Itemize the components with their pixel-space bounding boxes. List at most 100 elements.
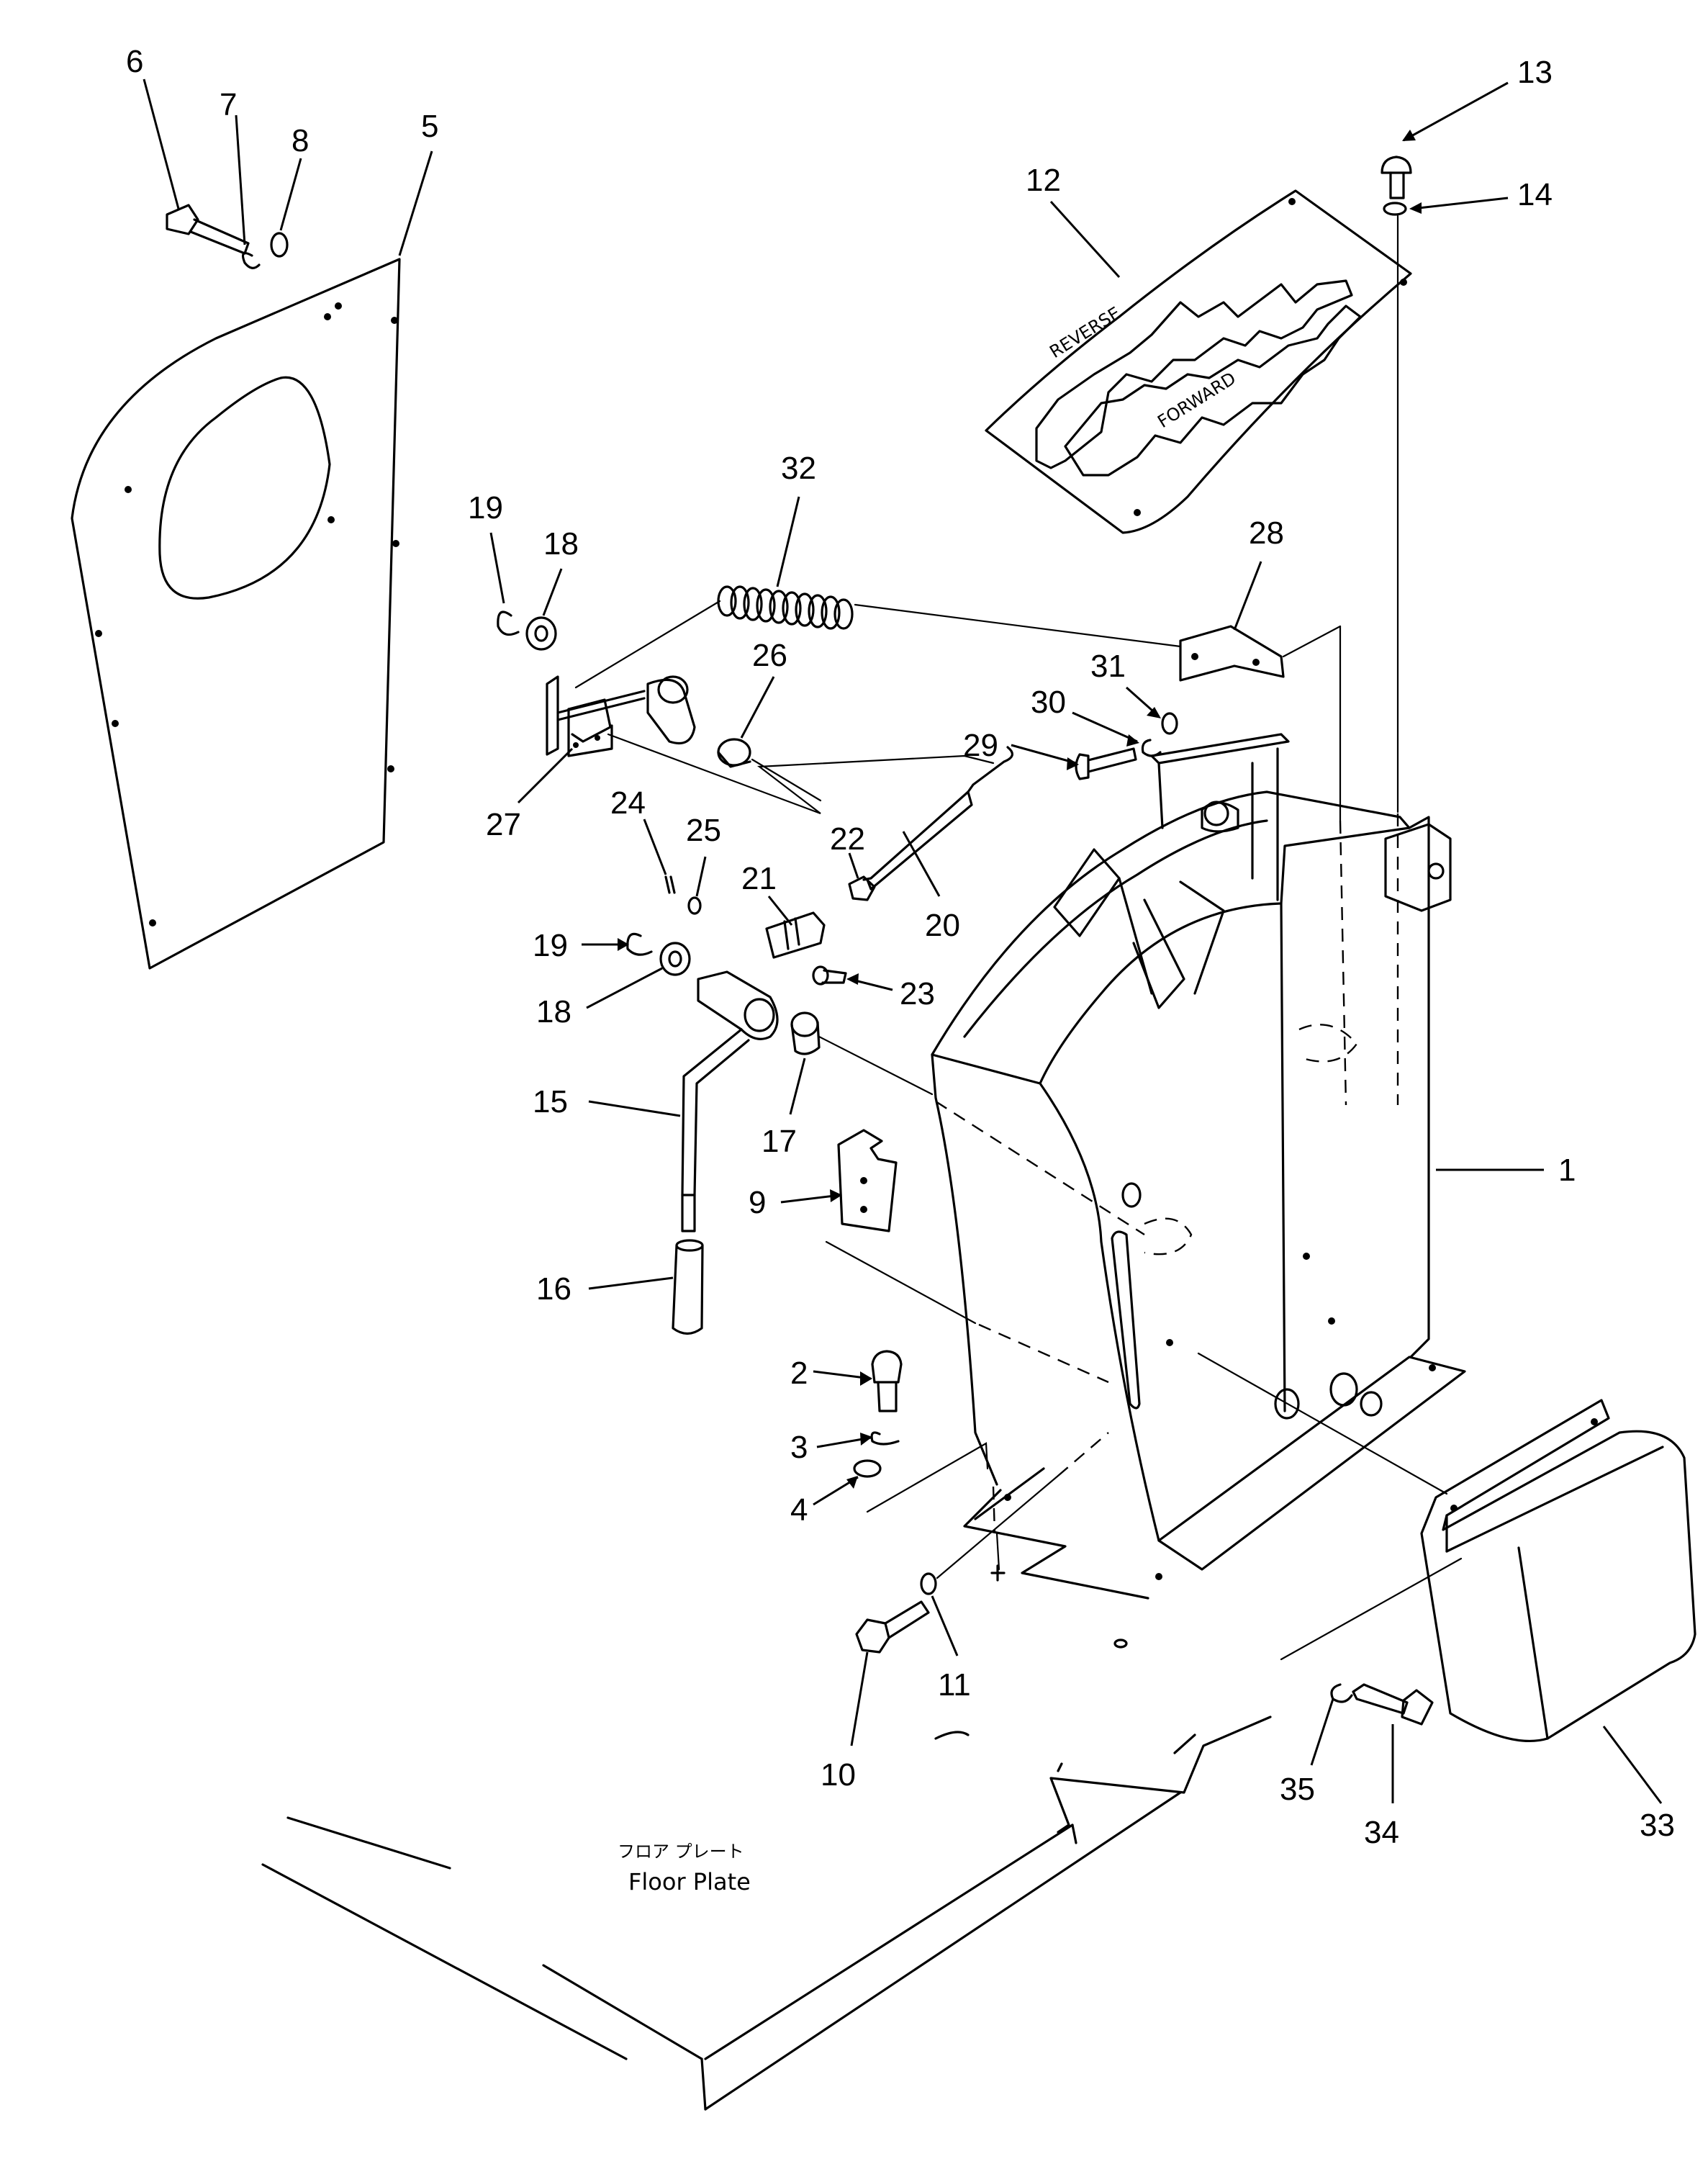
callout-30: 30 — [1031, 685, 1066, 720]
callout-20: 20 — [925, 908, 960, 943]
callout-33: 33 — [1640, 1808, 1675, 1843]
bushing-26 — [717, 738, 751, 768]
bolt-29 — [1075, 747, 1137, 780]
callout-3: 3 — [790, 1430, 808, 1465]
bolt-6 — [166, 204, 250, 255]
callout-5: 5 — [421, 109, 438, 144]
hidden-line-17 — [935, 1100, 1145, 1236]
callout-21: 21 — [741, 861, 777, 896]
guide-line-33 — [1197, 1352, 1448, 1495]
bolt-10 — [855, 1600, 930, 1654]
pin-23 — [812, 965, 847, 986]
console-housing — [931, 733, 1466, 1600]
callout-10: 10 — [821, 1757, 856, 1793]
washer-25 — [687, 896, 702, 915]
hidden-line-28 — [1339, 820, 1347, 1106]
split-pin-24 — [664, 875, 676, 894]
washer-18-top — [525, 616, 557, 651]
callout-14: 14 — [1517, 177, 1553, 212]
floor-plate — [261, 1716, 1272, 2111]
guide-line-27 — [607, 733, 995, 815]
callout-17: 17 — [762, 1124, 797, 1159]
callout-27: 27 — [486, 807, 521, 842]
return-spring — [717, 585, 854, 630]
bushing-17 — [790, 1011, 821, 1055]
guide-line-26 — [751, 758, 822, 802]
guide-line-4 — [866, 1442, 989, 1513]
hidden-line-11 — [1057, 1432, 1109, 1477]
side-bracket — [1384, 823, 1452, 912]
callout-24: 24 — [610, 785, 646, 821]
guide-line-17 — [818, 1035, 934, 1096]
callout-26: 26 — [752, 638, 787, 673]
shaft-lever-assembly — [546, 675, 696, 757]
washer-18-top-inner — [534, 625, 548, 642]
callout-12: 12 — [1026, 163, 1061, 198]
bolt-34 — [1352, 1683, 1434, 1726]
screw-13 — [1381, 155, 1412, 199]
guide-line-32-left — [574, 600, 721, 689]
callout-28: 28 — [1249, 515, 1284, 551]
shift-lever — [681, 970, 779, 1196]
washer-8 — [270, 232, 289, 258]
guide-line-32-right — [854, 603, 1182, 648]
callout-29: 29 — [963, 728, 998, 763]
nut-22 — [848, 875, 876, 901]
callout-4: 4 — [790, 1492, 808, 1528]
guide-line-4b — [995, 1532, 1000, 1571]
callout-19-lower: 19 — [533, 928, 568, 963]
callout-22: 22 — [830, 821, 865, 857]
callout-32: 32 — [781, 451, 816, 486]
callout-15: 15 — [533, 1084, 568, 1119]
callout-35: 35 — [1280, 1772, 1315, 1807]
bolt-2 — [871, 1350, 903, 1412]
callouts: 1 2 3 4 5 6 7 8 9 10 11 12 — [126, 44, 1675, 1850]
callout-9: 9 — [749, 1185, 766, 1220]
callout-19-top: 19 — [468, 490, 503, 526]
callout-7: 7 — [220, 87, 237, 122]
floor-plate-label-jp: フロア プレート — [618, 1841, 744, 1862]
callout-18-lower: 18 — [536, 994, 571, 1029]
snap-ring-19-top — [497, 610, 520, 636]
floor-mark — [1113, 1638, 1128, 1649]
callout-31: 31 — [1090, 649, 1126, 684]
callout-25: 25 — [686, 813, 721, 848]
callout-23: 23 — [900, 976, 935, 1011]
shift-pattern-plate: REVERSE FORWARD — [985, 189, 1412, 534]
spring-washer-30 — [1141, 739, 1162, 757]
callout-1: 1 — [1558, 1153, 1576, 1188]
snap-ring-19-lower — [626, 932, 653, 956]
washer-14 — [1383, 202, 1407, 216]
lever-thread — [681, 1194, 696, 1232]
pin-mark — [990, 1564, 1006, 1582]
callout-2: 2 — [790, 1356, 808, 1391]
guide-line-11 — [936, 1474, 1059, 1579]
spring-bracket — [1179, 625, 1285, 682]
spring-washer-3 — [870, 1431, 900, 1446]
side-cover-plate — [71, 258, 401, 970]
rear-cover — [1420, 1399, 1696, 1743]
guide-line-35 — [1280, 1557, 1463, 1661]
washer-4 — [853, 1459, 882, 1478]
guide-line-9 — [825, 1240, 977, 1325]
callout-6: 6 — [126, 44, 143, 79]
washer-11 — [920, 1572, 937, 1595]
callout-13: 13 — [1517, 55, 1553, 90]
hidden-line-9 — [978, 1323, 1109, 1384]
spring-washer-7 — [242, 252, 261, 269]
washer-35 — [1330, 1683, 1353, 1703]
guide-line-28 — [1282, 625, 1342, 658]
callout-18-top: 18 — [543, 526, 579, 562]
clevis-21 — [765, 911, 826, 959]
shift-marking-reverse: REVERSE — [1046, 303, 1124, 362]
side-bracket-hole — [1427, 862, 1445, 880]
lever-knob — [672, 1239, 704, 1335]
shift-rod-thread — [866, 790, 973, 891]
washer-18-lower — [659, 942, 691, 976]
washer-18-lower-inner — [668, 950, 682, 968]
callout-11: 11 — [938, 1667, 971, 1703]
washer-31 — [1161, 712, 1178, 735]
bracket-9 — [837, 1129, 898, 1232]
callout-16: 16 — [536, 1271, 571, 1307]
